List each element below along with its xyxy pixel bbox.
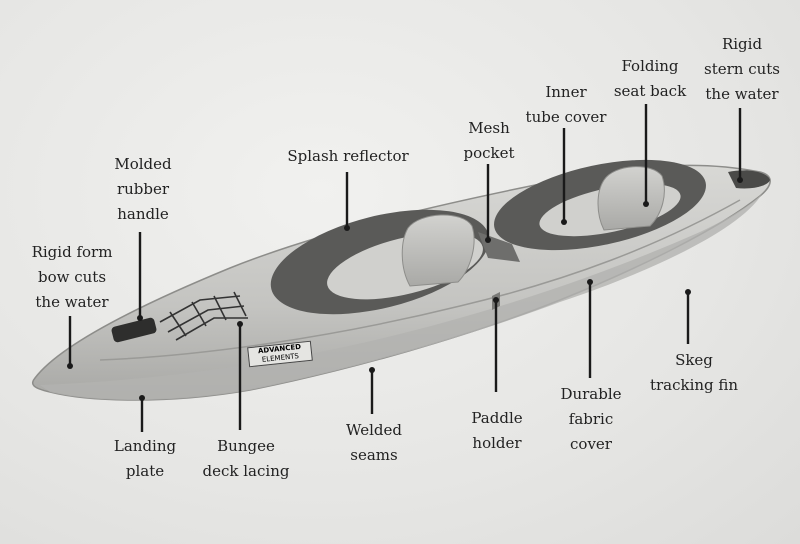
label-mesh-pocket: Mesh pocket xyxy=(463,119,515,162)
rear-seat xyxy=(597,166,665,231)
label-durable-fabric-cover: Durable fabric cover xyxy=(560,385,622,453)
label-splash-reflector: Splash reflector xyxy=(287,147,409,165)
dot-landing-plate xyxy=(139,395,145,401)
dot-skeg-tracking-fin xyxy=(685,289,691,295)
stern-tip xyxy=(728,170,770,189)
front-seat xyxy=(401,214,475,287)
dot-inner-tube-cover xyxy=(561,219,567,225)
dot-paddle-holder xyxy=(493,297,499,303)
dot-durable-fabric-cover xyxy=(587,279,593,285)
label-bungee-deck-lacing: Bungee deck lacing xyxy=(202,437,290,480)
dot-mesh-pocket xyxy=(485,237,491,243)
dot-rigid-stern xyxy=(737,177,743,183)
bungee-lacing xyxy=(159,291,248,341)
label-welded-seams: Welded seams xyxy=(346,421,402,464)
label-rigid-stern: Rigid stern cuts the water xyxy=(704,35,780,103)
label-molded-rubber-handle: Molded rubber handle xyxy=(114,155,172,223)
label-rigid-form-bow: Rigid form bow cuts the water xyxy=(31,243,113,311)
dot-rigid-form-bow xyxy=(67,363,73,369)
dot-bungee-deck-lacing xyxy=(237,321,243,327)
welded-seam xyxy=(99,199,741,361)
label-inner-tube-cover: Inner tube cover xyxy=(525,83,607,126)
dot-molded-rubber-handle xyxy=(137,315,143,321)
dot-welded-seams xyxy=(369,367,375,373)
label-paddle-holder: Paddle holder xyxy=(471,409,523,452)
dot-folding-seat-back xyxy=(643,201,649,207)
rubber-handle xyxy=(111,317,157,343)
label-landing-plate: Landing plate xyxy=(113,437,177,480)
label-folding-seat-back: Folding seat back xyxy=(613,57,687,100)
dot-splash-reflector xyxy=(344,225,350,231)
label-skeg-tracking-fin: Skeg tracking fin xyxy=(649,351,739,394)
